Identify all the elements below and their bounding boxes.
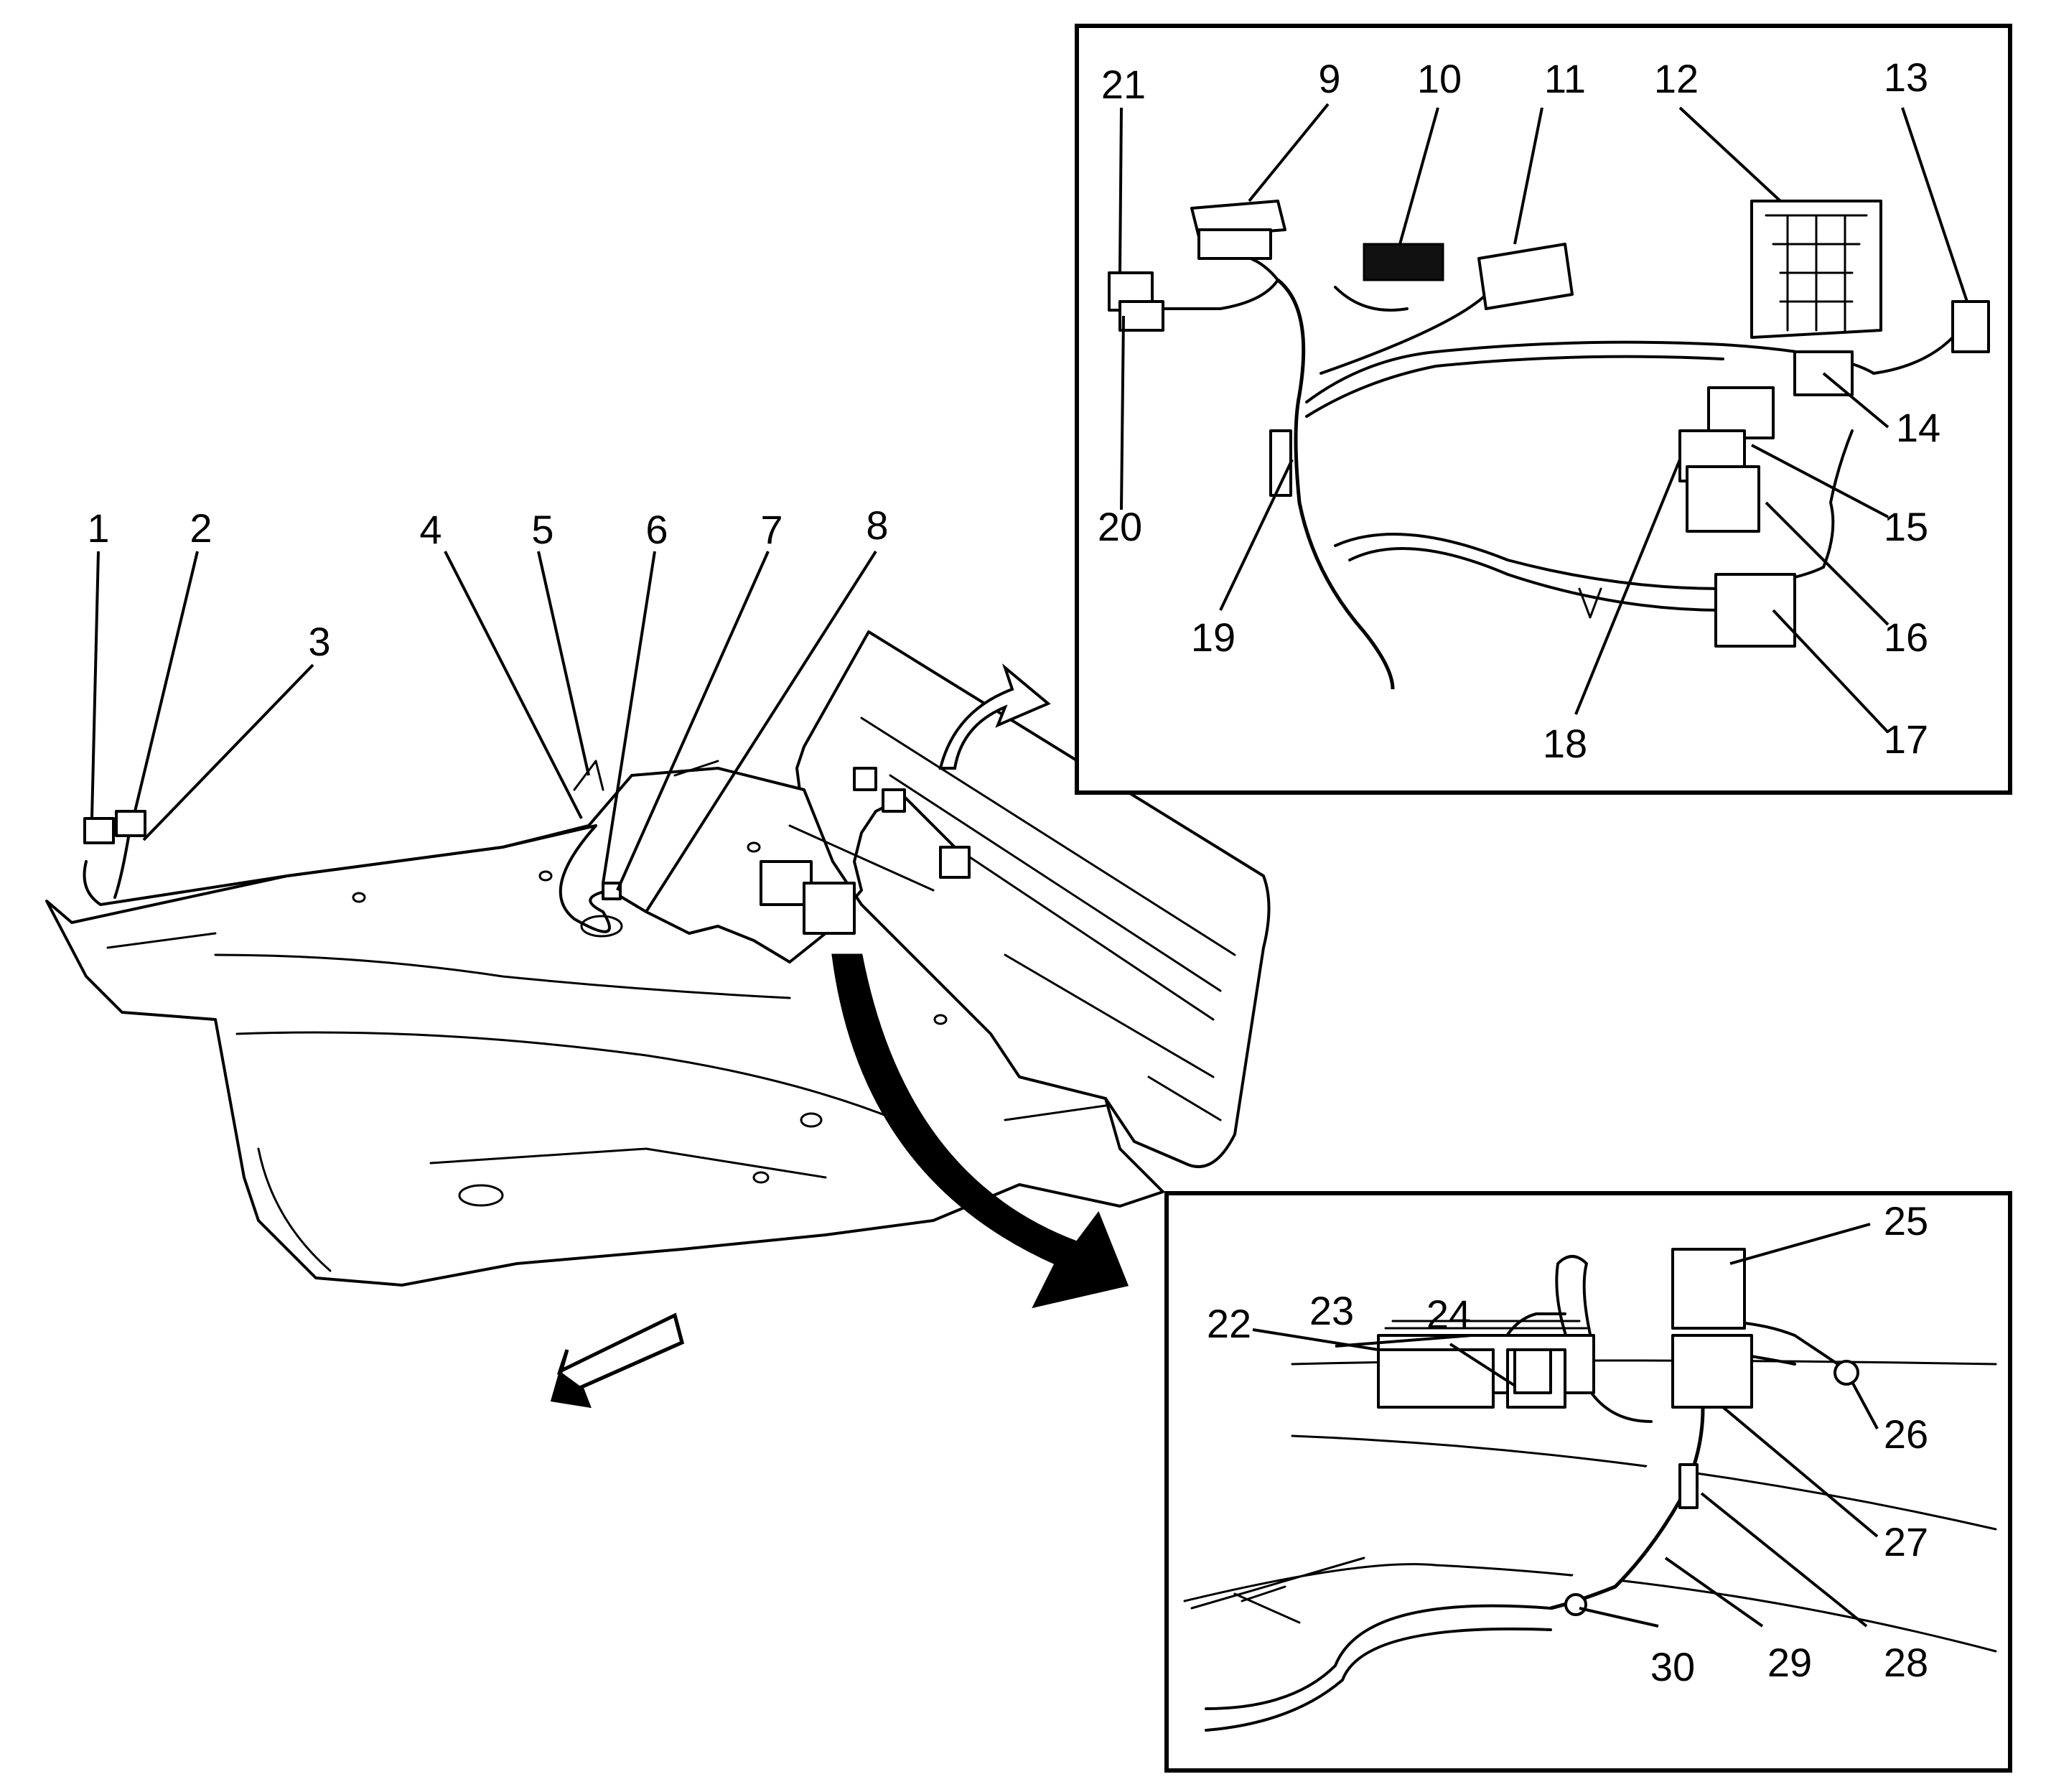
vehicle-floor-pan — [45, 630, 1271, 1287]
callout-22: 22 — [1207, 1301, 1251, 1346]
callout-9: 9 — [1318, 56, 1340, 101]
callout-1: 1 — [87, 505, 109, 551]
callout-21: 21 — [1101, 62, 1146, 107]
callout-8: 8 — [866, 503, 888, 548]
callout-16: 16 — [1884, 615, 1928, 660]
callout-5: 5 — [531, 507, 553, 552]
callout-2: 2 — [190, 505, 212, 551]
detail-arrow-icon — [938, 663, 1051, 770]
callout-17: 17 — [1884, 717, 1928, 762]
callout-6: 6 — [645, 507, 668, 552]
callout-12: 12 — [1654, 56, 1699, 101]
upper-detail-harness — [1108, 200, 1990, 690]
callout-28: 28 — [1884, 1640, 1928, 1685]
callout-27: 27 — [1884, 1519, 1928, 1564]
callout-23: 23 — [1309, 1288, 1354, 1333]
callout-30: 30 — [1650, 1644, 1695, 1689]
callout-7: 7 — [760, 507, 783, 552]
callout-13: 13 — [1884, 55, 1928, 100]
callout-25: 25 — [1884, 1198, 1928, 1243]
callout-labels: 1 2 3 4 5 6 7 8 9 10 11 12 13 14 15 16 1… — [87, 55, 1940, 1689]
forward-direction-arrow-icon — [550, 1312, 684, 1409]
callout-26: 26 — [1884, 1411, 1928, 1457]
callout-11: 11 — [1544, 56, 1586, 101]
callout-29: 29 — [1767, 1640, 1812, 1685]
callout-10: 10 — [1417, 56, 1462, 101]
callout-19: 19 — [1191, 615, 1235, 660]
callout-3: 3 — [308, 619, 330, 664]
callout-24: 24 — [1426, 1292, 1471, 1337]
callout-4: 4 — [419, 507, 442, 552]
callout-14: 14 — [1896, 405, 1940, 450]
callout-15: 15 — [1884, 504, 1928, 549]
callout-18: 18 — [1543, 721, 1587, 766]
lower-detail-harness — [1183, 1248, 1997, 1732]
main-harness — [83, 767, 971, 963]
detail-inset-lower — [1164, 1191, 2012, 1773]
detail-arrow-icon — [831, 953, 1129, 1309]
leader-lines — [90, 103, 1968, 1628]
callout-20: 20 — [1098, 504, 1142, 549]
detail-inset-upper — [1075, 24, 2012, 795]
